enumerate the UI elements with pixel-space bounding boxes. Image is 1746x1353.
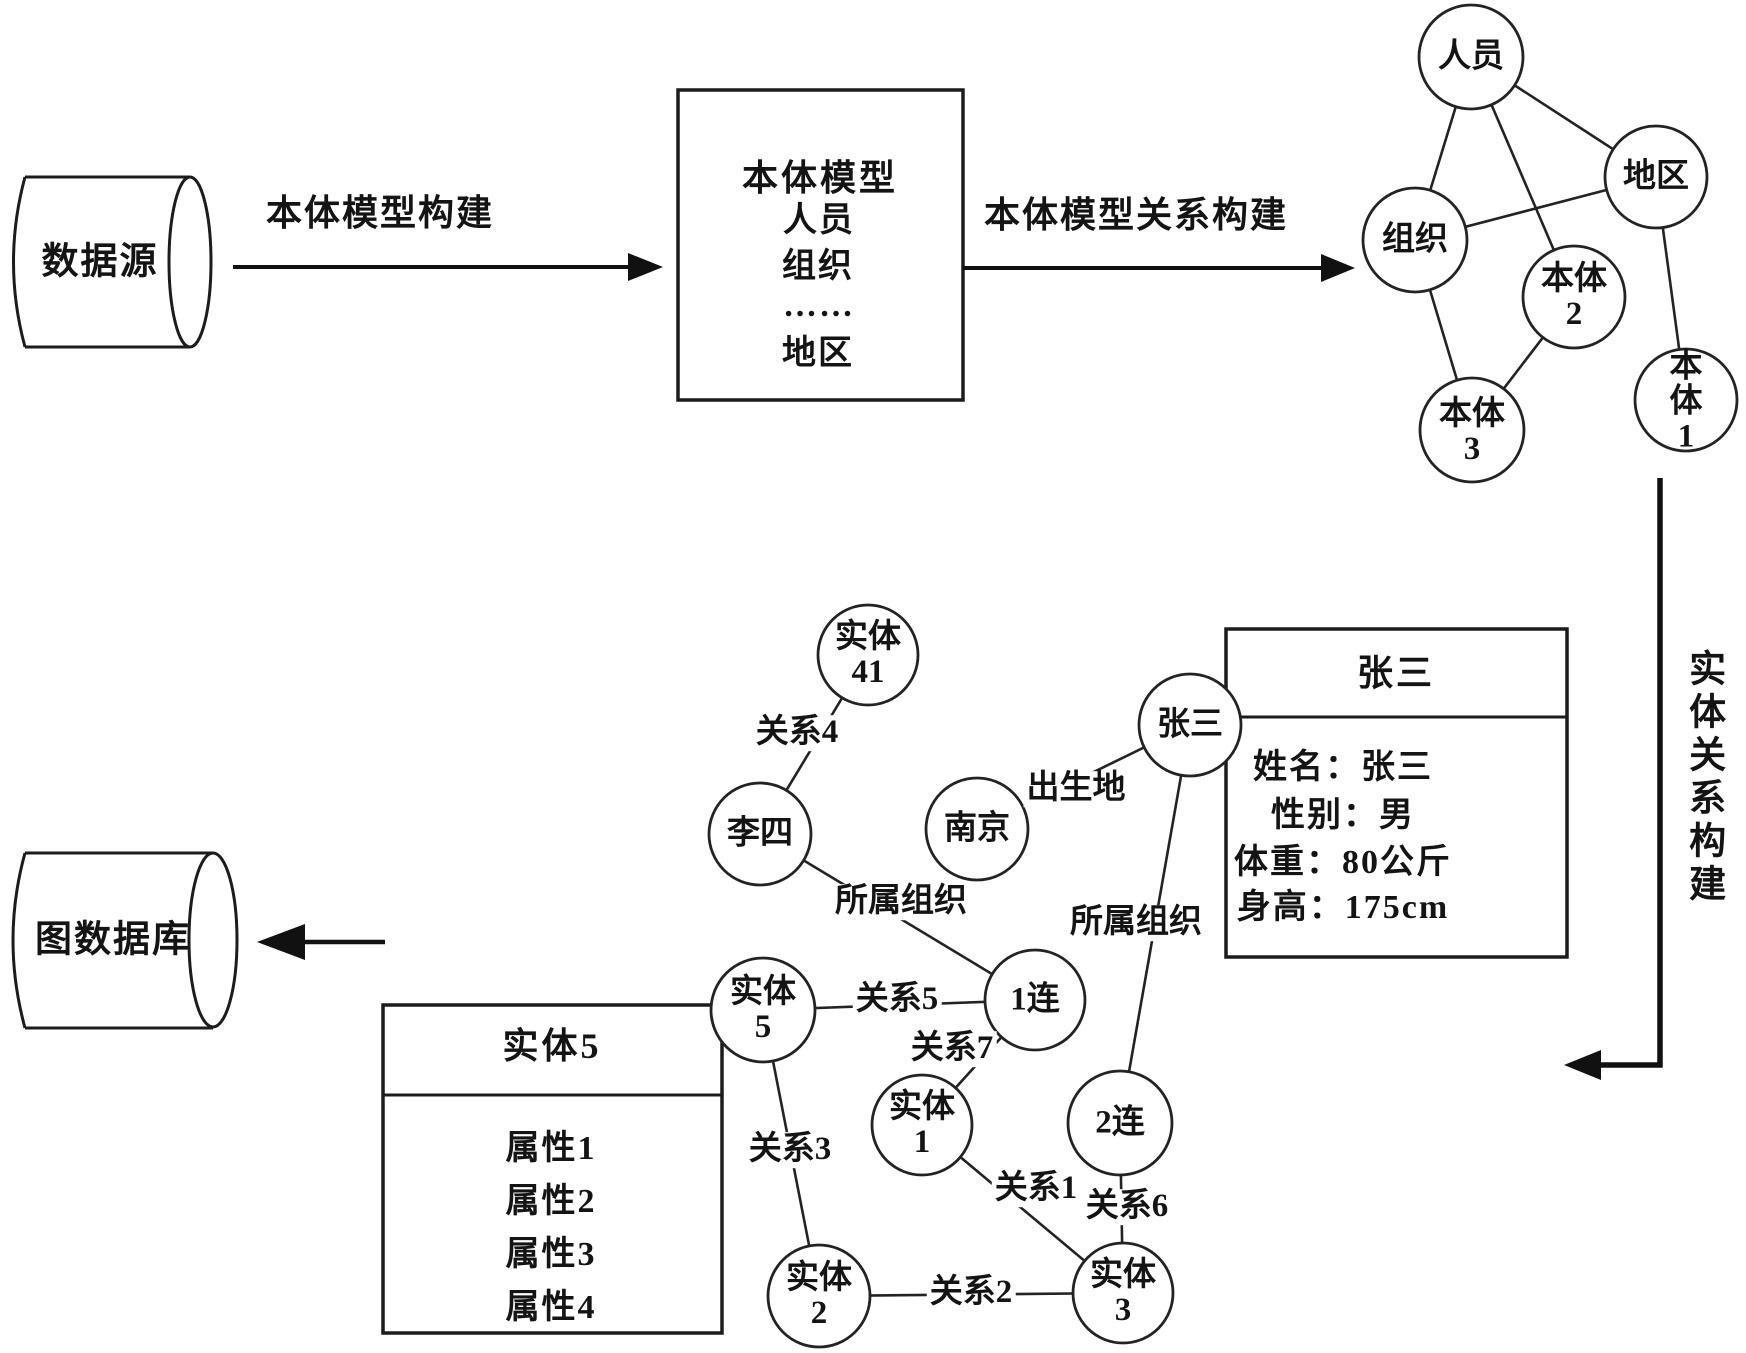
- entity5-card-attribute: 属性1: [505, 1129, 597, 1167]
- ontology-box-item: 地区: [782, 334, 854, 372]
- zhangsan-card-attribute: 体重：80公斤: [1234, 843, 1452, 881]
- node-lian2-label: 2连: [1095, 1104, 1145, 1141]
- edge-rel3-label: 关系3: [745, 1132, 835, 1168]
- node-entity1-label: 实体 1: [889, 1089, 955, 1160]
- edge-org-right-label: 所属组织: [1067, 905, 1205, 941]
- ontology-box-item: 人员: [783, 201, 855, 239]
- node-nanjing: [924, 776, 1030, 882]
- ontology-box-item: 组织: [782, 247, 854, 285]
- arrow-ontology-build-label: 本体模型构建: [265, 192, 495, 233]
- edge-rel6-label: 关系6: [1082, 1189, 1172, 1225]
- boxes: [381, 88, 1569, 1335]
- graphdb-label: 图数据库: [35, 919, 191, 961]
- arrow-entity-relation-label: 实体关系构建: [1682, 649, 1724, 907]
- edge-birthplace-label: 出生地: [1023, 771, 1129, 807]
- data-source-cylinder-body: [12, 175, 190, 349]
- node-ontology1-label: 本体 1: [1669, 348, 1703, 455]
- data-source-cylinder-cap: [167, 175, 213, 349]
- node-zhangsan-label: 张三: [1157, 706, 1223, 743]
- node-ontology2: [1521, 244, 1627, 350]
- node-region: [1603, 124, 1709, 230]
- node-ontology1: [1633, 347, 1739, 453]
- entity5-card-title: 实体5: [502, 1025, 602, 1066]
- ontology-box-item-ellipsis: ……: [783, 286, 855, 324]
- node-entity5-label: 实体 5: [730, 974, 796, 1045]
- edge-org-left-label: 所属组织: [832, 884, 970, 920]
- cylinders: [11, 175, 239, 1030]
- node-entity3-label: 实体 3: [1090, 1257, 1156, 1328]
- node-ontology2-label: 本体 2: [1541, 261, 1607, 332]
- arrow-to-graphdb-head: [257, 924, 305, 960]
- edge-rel7-label: 关系7: [907, 1031, 997, 1067]
- node-organization: [1361, 186, 1469, 294]
- process-arrows: [233, 253, 1663, 1080]
- entity5-card-attribute: 属性2: [505, 1182, 597, 1220]
- entity5-card-attribute: 属性3: [505, 1235, 597, 1273]
- arrow-ontology-relation-label: 本体模型关系构建: [983, 194, 1289, 235]
- ontology-model-box: [676, 88, 965, 402]
- zhangsan-card-attribute: 身高：175cm: [1236, 888, 1450, 926]
- node-entity5: [709, 956, 817, 1064]
- node-lian1-label: 1连: [1010, 981, 1060, 1018]
- node-entity2-label: 实体 2: [786, 1260, 852, 1331]
- node-zhangsan: [1137, 672, 1243, 778]
- zhangsan-card-attribute: 性别：男: [1271, 796, 1415, 834]
- arrow-ontology-build-head: [628, 253, 663, 281]
- ontology-box-title: 本体模型: [741, 157, 899, 198]
- node-nanjing-label: 南京: [944, 810, 1010, 847]
- node-person: [1417, 3, 1525, 111]
- node-region-label: 地区: [1623, 158, 1689, 195]
- edge-rel2-label: 关系2: [926, 1275, 1016, 1311]
- entity5-attribute-box: [381, 1003, 724, 1335]
- graphdb-cylinder-cap: [187, 851, 239, 1029]
- node-ontology3-label: 本体 3: [1439, 396, 1505, 467]
- zhangsan-card-attribute: 姓名：张三: [1253, 748, 1433, 786]
- node-lisi: [707, 781, 813, 887]
- node-organization-label: 组织: [1382, 221, 1448, 258]
- graphdb-cylinder-body: [11, 851, 213, 1030]
- edge-rel4-label: 关系4: [752, 715, 842, 751]
- arrow-entity-relation-head: [1564, 1050, 1601, 1080]
- graph-nodes: [707, 3, 1739, 1349]
- zhangsan-card-title: 张三: [1356, 652, 1436, 693]
- node-entity2: [766, 1243, 872, 1349]
- edge-rel1-label: 关系1: [991, 1171, 1081, 1207]
- node-lisi-label: 李四: [727, 815, 793, 852]
- node-entity3: [1071, 1241, 1175, 1345]
- zhangsan-attribute-box: [1224, 627, 1569, 959]
- node-entity41-label: 实体 41: [835, 619, 901, 690]
- node-person-label: 人员: [1438, 38, 1504, 75]
- edge-rel5-label: 关系5: [852, 982, 942, 1018]
- node-ontology3: [1418, 376, 1526, 484]
- node-lian2: [1066, 1069, 1174, 1177]
- node-entity1: [870, 1073, 974, 1177]
- node-entity41: [816, 603, 920, 707]
- entity5-card-attribute: 属性4: [505, 1288, 597, 1326]
- arrow-entity-relation-line: [1596, 478, 1663, 1068]
- node-lian1: [983, 948, 1087, 1052]
- arrow-ontology-relation-head: [1321, 254, 1355, 282]
- data-source-label: 数据源: [41, 241, 159, 283]
